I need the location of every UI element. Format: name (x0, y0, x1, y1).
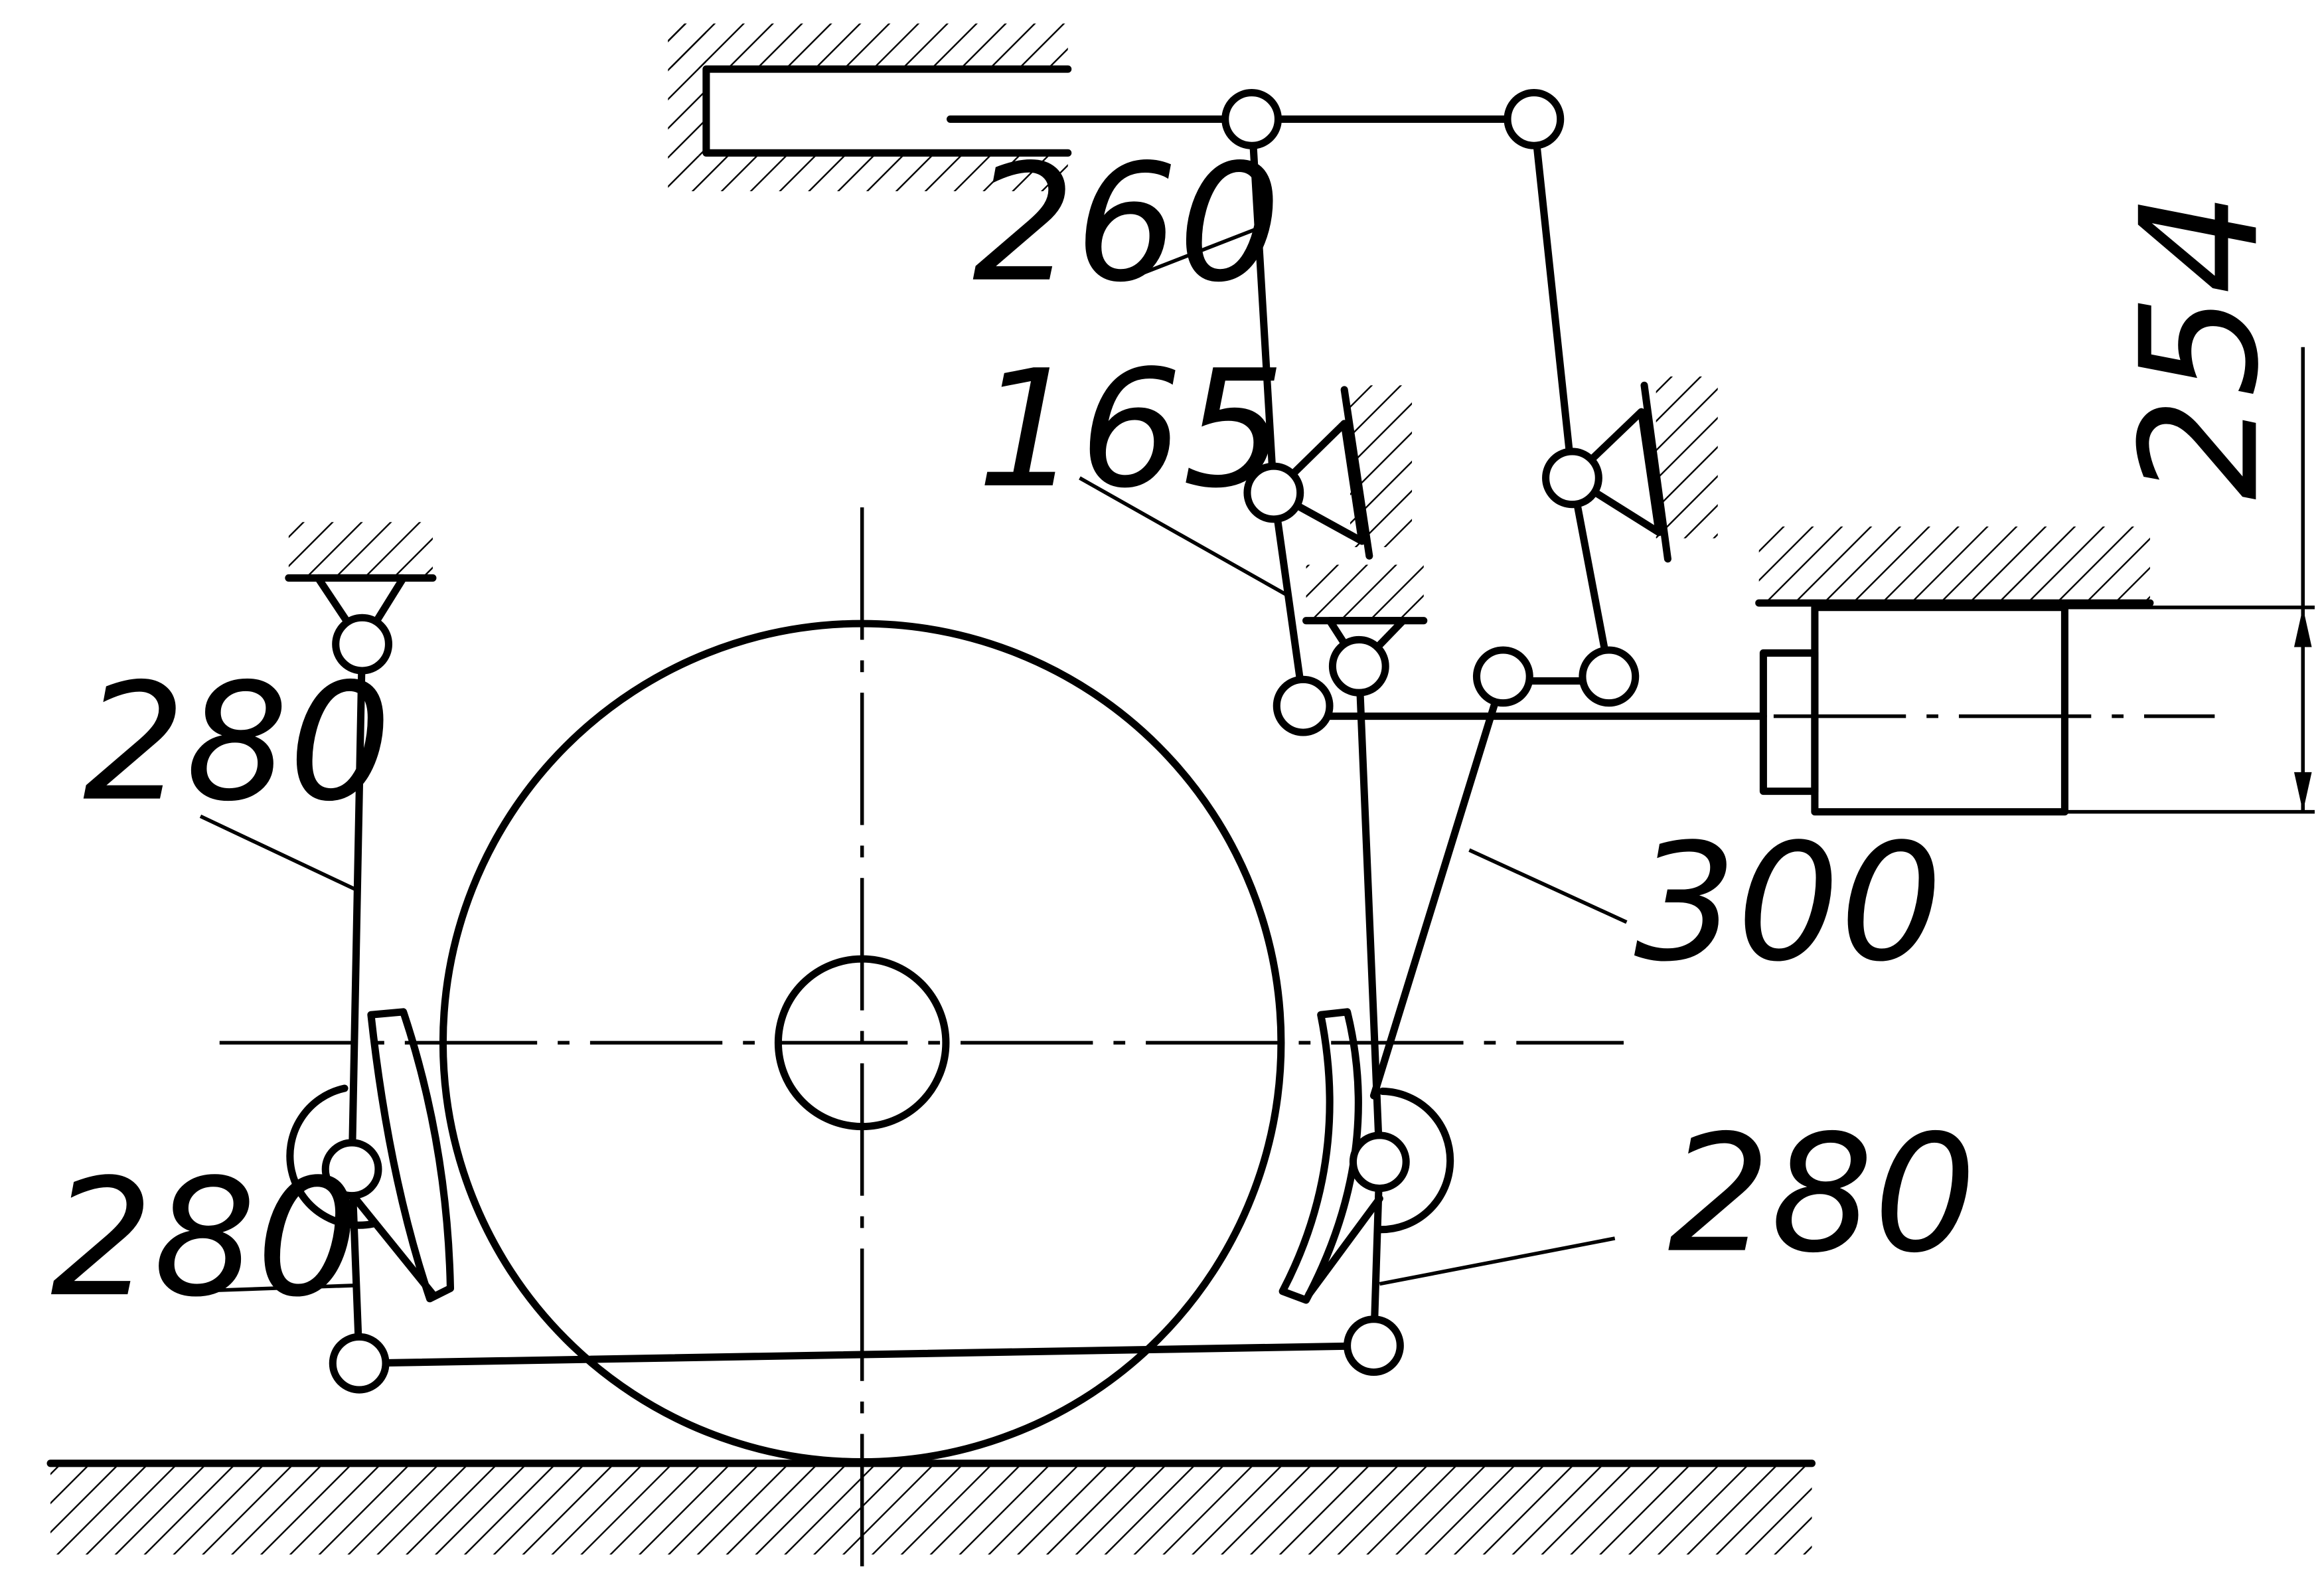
ground (46, 1459, 1816, 1555)
bottom-tie-rod (355, 1342, 1377, 1367)
joints (321, 89, 1640, 1394)
right-vertical-rod (1530, 115, 1613, 676)
leader-lines (189, 226, 1628, 1293)
left-brake-shoe (286, 1008, 455, 1303)
slider-guide (668, 23, 1256, 191)
pivot-support-left (1270, 385, 1413, 560)
label-300: 300 (1634, 809, 1942, 997)
right-brake-lever (1355, 662, 1383, 1350)
wheel (219, 507, 1624, 1571)
label-254: 254 (2106, 191, 2294, 500)
dimension-254 (2064, 347, 2315, 814)
pivot-support-right (1568, 376, 1718, 563)
label-260: 260 (972, 130, 1281, 318)
label-280-upper: 280 (83, 649, 392, 837)
pivot-support-center (1302, 564, 1428, 670)
pivot-support-top-left (285, 522, 437, 648)
label-280-lower-left: 280 (50, 1145, 359, 1333)
label-280-lower-right: 280 (1667, 1101, 1976, 1289)
label-165: 165 (976, 336, 1285, 524)
right-brake-shoe (1278, 1008, 1454, 1304)
link-300 (1369, 673, 1507, 1100)
actuator-cylinder (1755, 526, 2215, 816)
